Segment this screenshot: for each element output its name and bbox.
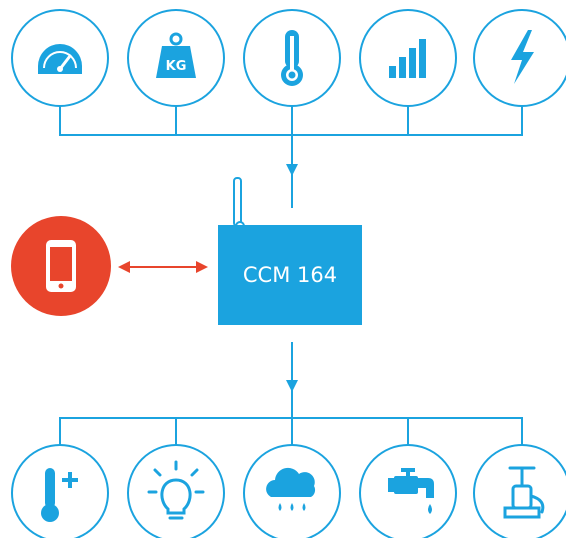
heater-thermometer-plus-icon (41, 468, 78, 522)
pump-icon (503, 466, 545, 519)
water-tap-icon (388, 468, 434, 514)
actuator-bus (59, 342, 523, 445)
device-box (218, 225, 362, 325)
thermometer-icon (281, 30, 303, 86)
sensor-bus (59, 106, 523, 208)
smartphone-icon (46, 240, 76, 292)
signal-bars-icon (389, 39, 426, 78)
sensor-circle-signal (359, 9, 457, 107)
actuator-circle-water (359, 444, 457, 538)
rain-cloud-icon (266, 467, 316, 511)
weight-kg-icon: KG (156, 32, 196, 78)
actuator-row (11, 444, 566, 538)
actuator-circle-heater (11, 444, 109, 538)
speedometer-icon (38, 44, 82, 74)
device-label: CCM 164 (243, 263, 337, 287)
actuator-circle-light (127, 444, 225, 538)
lightning-bolt-icon (511, 30, 534, 84)
actuator-circle-irrigation (243, 444, 341, 538)
device-antenna (233, 177, 245, 231)
weight-kg-label: KG (166, 59, 187, 74)
actuator-circle-pump (473, 444, 566, 538)
light-bulb-icon (147, 460, 205, 520)
down-arrow-top (286, 164, 298, 176)
bidirectional-arrow (118, 261, 208, 273)
